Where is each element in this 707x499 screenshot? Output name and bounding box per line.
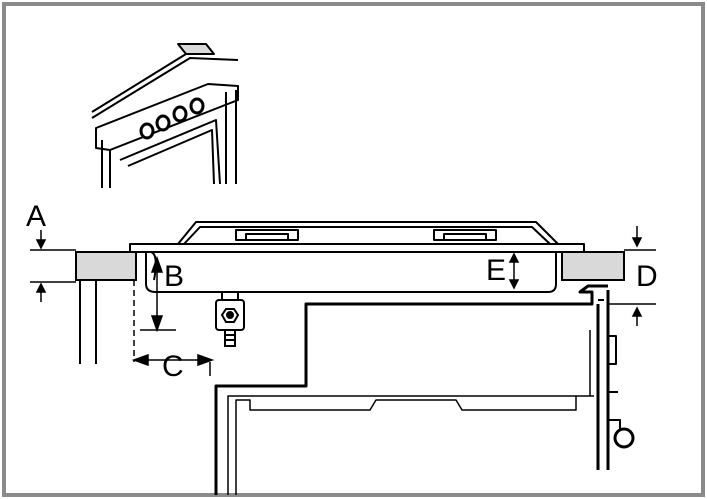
- label-b: B: [164, 260, 184, 293]
- knob-3: [172, 105, 188, 123]
- right-cabinet-profile: [596, 290, 635, 470]
- oven-control-knobs: [139, 97, 205, 140]
- label-e: E: [486, 254, 506, 287]
- label-c: C: [162, 350, 184, 383]
- oven-below: [214, 284, 608, 495]
- dimension-lines: [30, 226, 656, 367]
- right-worktop: [561, 251, 625, 281]
- oven-inset-illustration: [91, 43, 239, 188]
- pan-support: [177, 221, 559, 245]
- gas-connection: [215, 291, 245, 347]
- label-a: A: [26, 200, 46, 233]
- knob-2: [155, 114, 171, 132]
- hob-body: [129, 243, 585, 293]
- left-cabinet-side: [79, 280, 97, 364]
- knob-4: [189, 97, 205, 115]
- left-worktop: [75, 251, 137, 281]
- knob-1: [139, 122, 155, 140]
- label-d: D: [636, 260, 658, 293]
